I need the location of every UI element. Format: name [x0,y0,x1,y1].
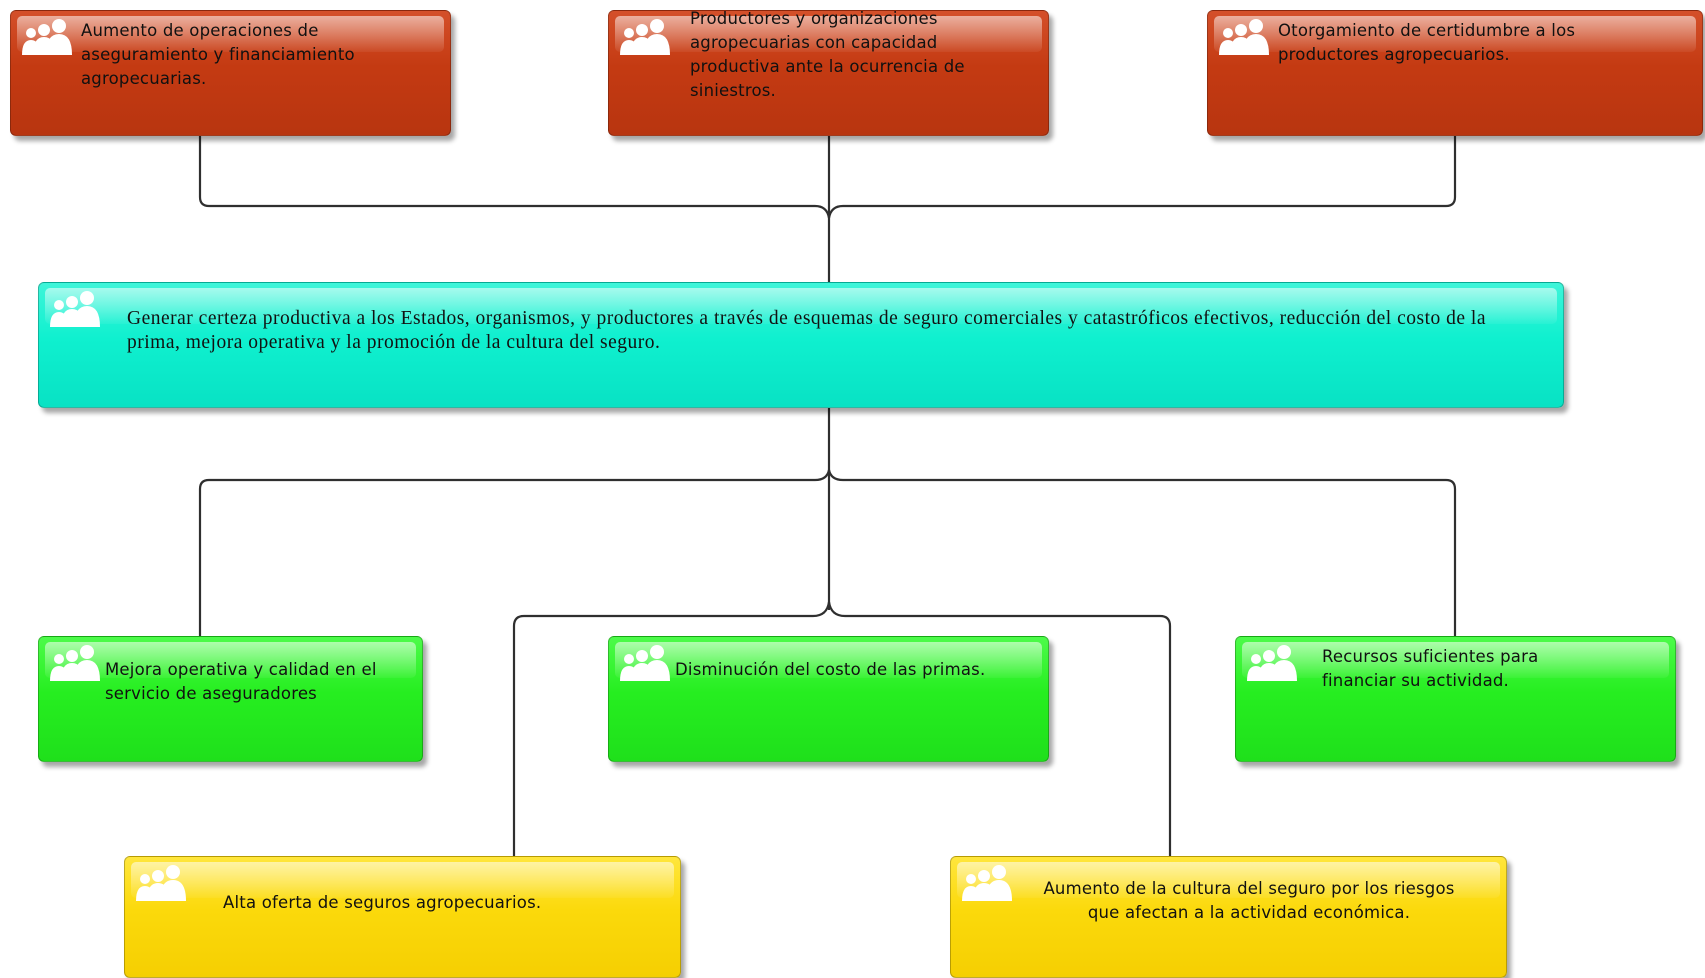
people-group-icon [615,643,673,683]
bottom-box-1: Alta oferta de seguros agropecuarios. [124,856,681,978]
people-group-icon [131,863,189,903]
people-group-icon [45,289,103,329]
middle-box-2-text: Disminución del costo de las primas. [675,660,986,679]
people-group-icon [957,863,1015,903]
top-box-2-text: Productores y organizaciones agropecuari… [690,10,965,100]
bottom-box-2-text: Aumento de la cultura del seguro por los… [1043,879,1455,922]
middle-box-1-text: Mejora operativa y calidad en el servici… [105,660,377,703]
people-group-icon [45,643,103,683]
people-group-icon [615,17,673,57]
middle-box-3-text: Recursos suficientes para financiar su a… [1322,647,1539,690]
top-box-3: Otorgamiento de certidumbre a los produc… [1207,10,1703,136]
middle-box-2: Disminución del costo de las primas. [608,636,1049,762]
middle-box-1: Mejora operativa y calidad en el servici… [38,636,423,762]
people-group-icon [17,17,75,57]
bottom-box-2: Aumento de la cultura del seguro por los… [950,856,1507,978]
people-group-icon [1242,643,1300,683]
top-box-1-text: Aumento de operaciones de aseguramiento … [81,21,355,88]
center-goal-text: Generar certeza productiva a los Estados… [127,308,1486,353]
top-box-2: Productores y organizaciones agropecuari… [608,10,1049,136]
middle-box-3: Recursos suficientes para financiar su a… [1235,636,1676,762]
top-box-3-text: Otorgamiento de certidumbre a los produc… [1278,21,1576,64]
people-group-icon [1214,17,1272,57]
center-goal-box: Generar certeza productiva a los Estados… [38,282,1564,408]
top-box-1: Aumento de operaciones de aseguramiento … [10,10,451,136]
bottom-box-1-text: Alta oferta de seguros agropecuarios. [223,893,542,912]
